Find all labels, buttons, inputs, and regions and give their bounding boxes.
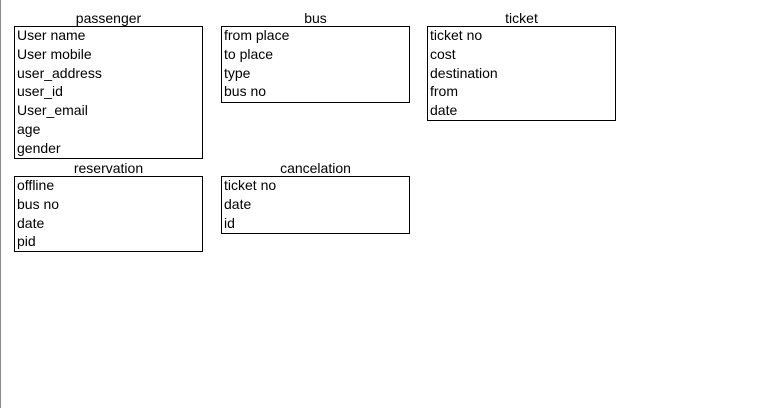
entity-attribute: User mobile xyxy=(17,45,92,62)
entity-ticket[interactable]: ticket ticket no cost destination from d… xyxy=(427,10,616,121)
entity-attribute-box: User name User mobile user_address user_… xyxy=(14,26,203,159)
entity-title: passenger xyxy=(75,10,142,26)
entity-attribute: User_email xyxy=(17,102,88,119)
entity-attribute: pid xyxy=(17,233,36,250)
entity-attribute: cost xyxy=(430,45,456,62)
entity-reservation[interactable]: reservation offline bus no date pid xyxy=(14,160,203,252)
entity-attribute: date xyxy=(224,195,252,212)
entity-title: cancelation xyxy=(280,160,351,176)
entity-attribute: user_address xyxy=(17,64,102,81)
entity-attribute: type xyxy=(224,64,251,81)
entity-attribute: date xyxy=(430,102,458,119)
entity-attribute: offline xyxy=(17,177,55,193)
entity-attribute-box: ticket no cost destination from date xyxy=(427,26,616,121)
entity-attribute: user_id xyxy=(17,83,63,100)
entity-attribute: bus no xyxy=(17,195,60,212)
entity-attribute: ticket no xyxy=(224,177,277,193)
entity-attribute-box: offline bus no date pid xyxy=(14,176,203,252)
entity-attribute: ticket no xyxy=(430,27,483,43)
entity-attribute: bus no xyxy=(224,83,267,100)
entity-cancelation[interactable]: cancelation ticket no date id xyxy=(221,160,410,234)
entity-attribute-box: from place to place type bus no xyxy=(221,26,410,103)
entity-attribute: from xyxy=(430,83,458,100)
entity-title: bus xyxy=(304,10,327,26)
entity-passenger[interactable]: passenger User name User mobile user_add… xyxy=(14,10,203,159)
entity-attribute: User name xyxy=(17,27,86,43)
entity-bus[interactable]: bus from place to place type bus no xyxy=(221,10,410,103)
entity-attribute: date xyxy=(17,214,45,231)
entity-attribute: gender xyxy=(17,139,61,156)
entity-title: reservation xyxy=(73,160,144,176)
entity-attribute-box: ticket no date id xyxy=(221,176,410,234)
entity-attribute: to place xyxy=(224,45,274,62)
entity-attribute: id xyxy=(224,214,235,231)
entity-attribute: from place xyxy=(224,27,290,43)
entity-title: ticket xyxy=(505,10,538,26)
entity-attribute: destination xyxy=(430,64,498,81)
entity-attribute: age xyxy=(17,120,41,137)
